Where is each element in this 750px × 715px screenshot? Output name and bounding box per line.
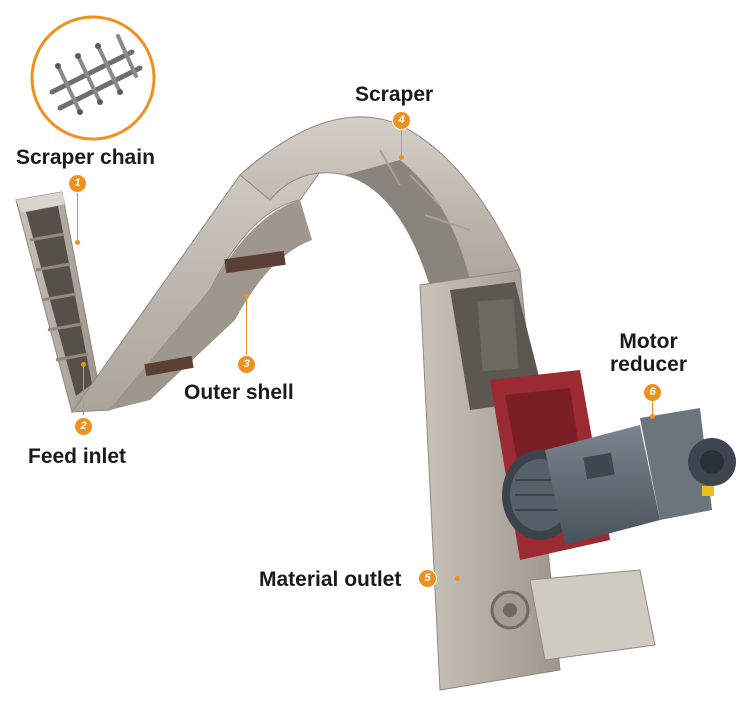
label-motor-reducer: Motor reducer [610,330,687,376]
label-material-outlet: Material outlet [259,568,402,591]
label-scraper: Scraper [355,83,434,106]
label-motor-reducer-line1: Motor [619,330,678,353]
leader-4 [401,128,402,156]
top-arch [239,116,521,286]
leader-dot-3 [244,294,249,299]
callout-badge-1: 1 [69,175,86,192]
label-scraper-chain: Scraper chain [16,146,155,169]
motor-reducer [502,408,736,545]
outer-shell [70,127,351,413]
leader-dot-2 [81,362,86,367]
leader-dot-5 [455,576,460,581]
callout-badge-4: 4 [393,112,410,129]
label-motor-reducer-line2: reducer [610,353,688,377]
feed-leg [15,191,101,413]
callout-badge-3: 3 [238,356,255,373]
callout-badge-6: 6 [644,384,661,401]
leader-dot-6 [650,414,655,419]
leader-2 [83,365,84,415]
callout-badge-2: 2 [75,418,92,435]
callout-badge-5: 5 [419,570,436,587]
leader-3 [246,297,247,357]
leader-dot-1 [75,240,80,245]
discharge-column [419,269,656,691]
leader-1 [77,190,78,240]
leader-6 [652,400,653,416]
label-outer-shell: Outer shell [184,381,294,404]
leader-dot-4 [399,155,404,160]
label-feed-inlet: Feed inlet [28,445,127,468]
scraper-chain-inset-icon [30,15,156,141]
